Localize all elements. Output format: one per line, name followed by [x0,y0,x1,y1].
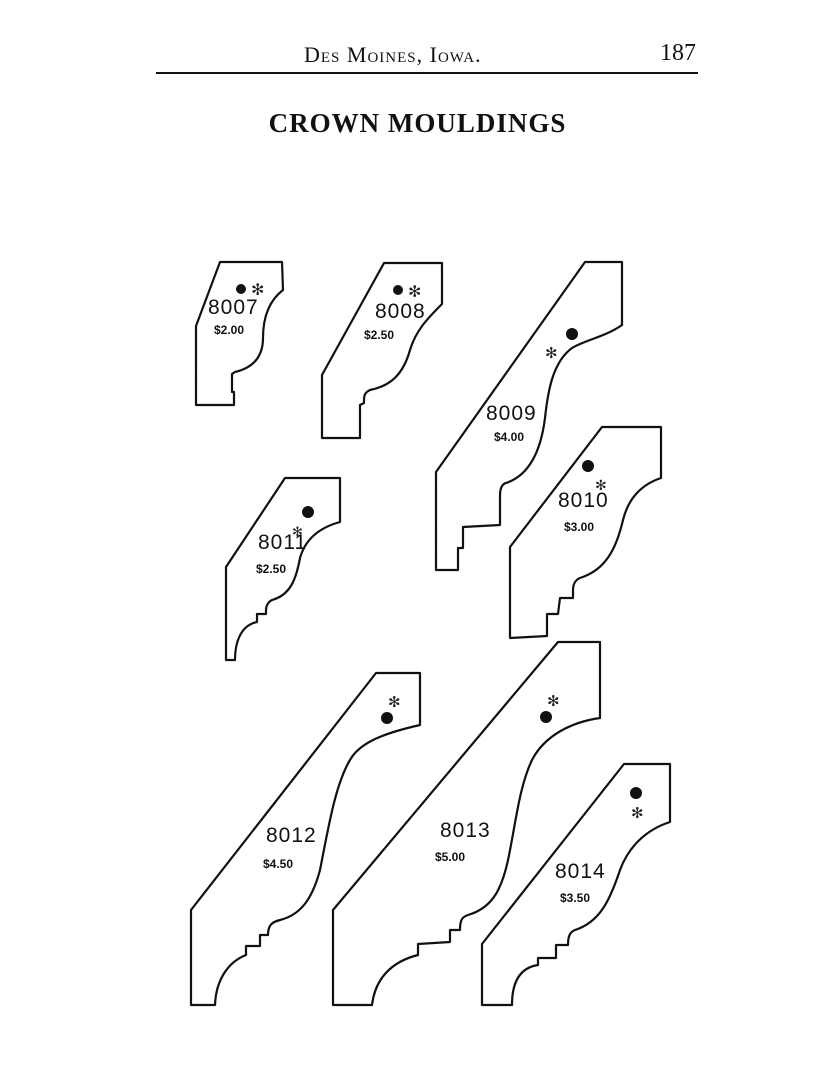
moulding-8012: ✻ 8012 $4.50 [189,671,422,1007]
moulding-number: 8014 [555,860,606,883]
moulding-price: $4.50 [263,857,293,871]
moulding-8007: ✻ 8007 $2.00 [194,260,285,407]
asterisk-icon: ✻ [388,693,401,711]
dot-icon [236,284,246,294]
running-head: Des Moines, Iowa. 187 [156,38,698,74]
asterisk-icon: ✻ [545,344,558,362]
dot-icon [540,711,552,723]
moulding-number: 8007 [208,296,259,319]
moulding-number: 8009 [486,402,537,425]
moulding-profile [434,260,624,572]
moulding-number: 8012 [266,824,317,847]
moulding-price: $2.00 [214,323,244,337]
moulding-number: 8008 [375,300,426,323]
dot-icon [302,506,314,518]
moulding-profile [331,640,602,1007]
dot-icon [381,712,393,724]
moulding-8008: ✻ 8008 $2.50 [320,261,444,440]
moulding-number: 8010 [558,489,609,512]
asterisk-icon: ✻ [547,692,560,710]
asterisk-icon: ✻ [408,282,421,301]
moulding-profile [508,425,663,640]
dot-icon [393,285,403,295]
moulding-profile [320,261,444,440]
moulding-price: $3.00 [564,520,594,534]
moulding-profile [194,260,285,407]
dot-icon [566,328,578,340]
page-title: CROWN MOULDINGS [268,108,567,138]
moulding-8010: ✻ 8010 $3.00 [508,425,663,640]
asterisk-icon: ✻ [251,280,264,299]
moulding-profile [224,476,342,662]
moulding-profile [189,671,422,1007]
moulding-number: 8013 [440,819,491,842]
moulding-8014: ✻ 8014 $3.50 [480,762,672,1007]
asterisk-icon: ✻ [631,804,644,822]
moulding-8011: ✻ 8011 $2.50 [224,476,342,662]
moulding-price: $4.00 [494,430,524,444]
moulding-price: $2.50 [364,328,394,342]
page-number: 187 [660,40,696,66]
moulding-8013: ✻ 8013 $5.00 [331,640,602,1007]
moulding-price: $3.50 [560,891,590,905]
dot-icon [582,460,594,472]
moulding-8009: ✻ 8009 $4.00 [434,260,624,572]
moulding-profile [480,762,672,1007]
asterisk-icon: ✻ [292,525,303,540]
moulding-price: $5.00 [435,850,465,864]
moulding-number: 8011 [258,531,307,554]
header-place: Des Moines, Iowa. [304,42,482,67]
asterisk-icon: ✻ [595,478,607,494]
dot-icon [630,787,642,799]
moulding-price: $2.50 [256,562,286,576]
